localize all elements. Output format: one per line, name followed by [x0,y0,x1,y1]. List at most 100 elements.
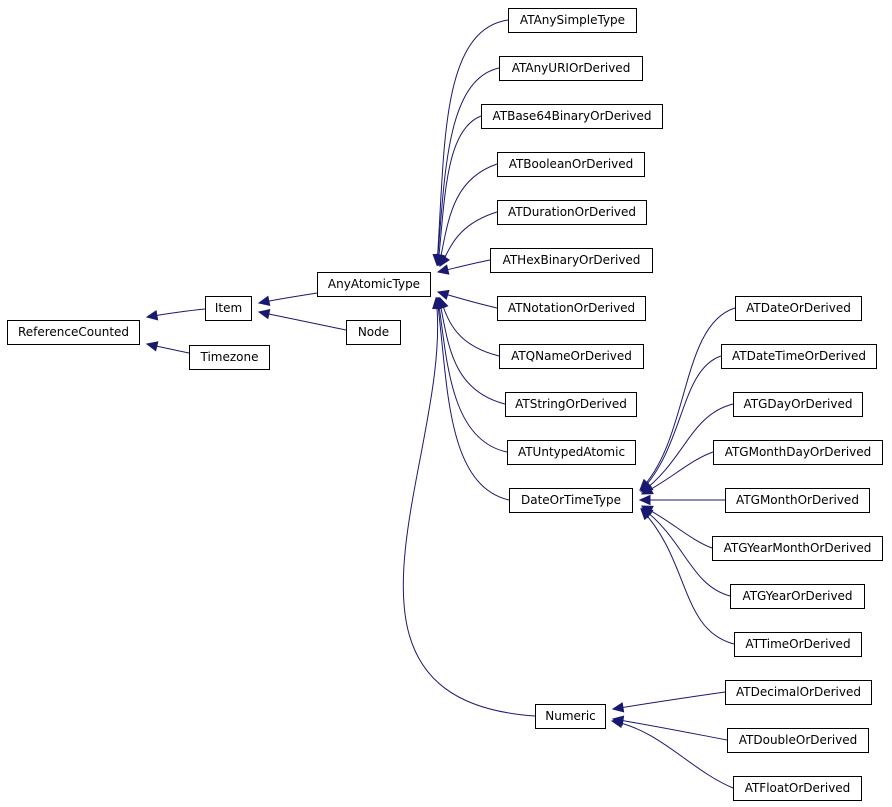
node-label: ATDecimalOrDerived [736,685,861,699]
node-atdatetimeorderived[interactable]: ATDateTimeOrDerived [721,344,877,369]
node-label: ATAnyURIOrDerived [511,61,631,75]
edge-line [437,297,508,453]
arrowhead-icon [145,341,159,352]
node-anyatomictype[interactable]: AnyAtomicType [317,272,431,297]
node-label: ATQNameOrDerived [511,349,632,363]
arrowhead-icon [610,717,624,729]
edge-line [438,297,506,405]
node-atuntypedatomic[interactable]: ATUntypedAtomic [507,440,636,465]
edge-line [612,691,726,710]
edge-atnotationorderived-to-anyatomictype [436,289,498,309]
node-athexbinaryorderived[interactable]: ATHexBinaryOrDerived [490,248,653,273]
node-label: ATGMonthOrDerived [736,493,859,507]
node-label: ATNotationOrDerived [507,301,636,315]
node-atbooleanorderived[interactable]: ATBooleanOrDerived [497,152,645,177]
edge-atgmonthdayorderived-to-dateortimetype [640,451,714,495]
node-numeric[interactable]: Numeric [535,704,606,729]
arrowhead-icon [436,264,450,275]
edge-line [436,297,510,501]
node-atanysimpletype[interactable]: ATAnySimpleType [508,8,637,33]
node-label: ATBase64BinaryOrDerived [492,109,652,123]
node-label: ATUntypedAtomic [517,445,626,459]
node-atgyearmonthorderived[interactable]: ATGYearMonthOrDerived [712,536,883,561]
node-atdecimalorderived[interactable]: ATDecimalOrDerived [725,680,872,705]
node-label: DateOrTimeType [521,493,621,507]
node-atbase64binaryorderived[interactable]: ATBase64BinaryOrDerived [481,104,663,129]
node-atgmonthdayorderived[interactable]: ATGMonthDayOrDerived [713,440,883,465]
node-atdoubleorderived[interactable]: ATDoubleOrDerived [727,728,869,753]
edge-atdatetimeorderived-to-dateortimetype [640,355,722,492]
edge-atdecimalorderived-to-numeric [611,691,726,713]
node-label: ATDurationOrDerived [507,205,637,219]
edge-line [641,451,714,495]
node-atdurationorderived[interactable]: ATDurationOrDerived [497,200,647,225]
arrowhead-icon [640,508,653,521]
edge-atdurationorderived-to-anyatomictype [439,211,498,268]
edge-item-to-referencecounted [145,308,206,321]
node-label: ATStringOrDerived [515,397,627,411]
node-label: ATHexBinaryOrDerived [502,253,641,267]
edge-node-to-item [257,308,347,331]
node-timezone[interactable]: Timezone [189,345,270,370]
edge-numeric-to-anyatomictype [402,296,536,717]
node-label: ReferenceCounted [17,325,130,339]
edge-line [641,507,731,597]
node-dateortimetype[interactable]: DateOrTimeType [509,488,633,513]
arrowhead-icon [257,295,271,306]
node-label: ATDateTimeOrDerived [731,349,867,363]
node-label: Item [214,301,243,315]
arrowhead-icon [145,310,159,321]
node-label: ATBooleanOrDerived [508,157,634,171]
edge-atdoubleorderived-to-numeric [611,715,728,741]
node-atnotationorderived[interactable]: ATNotationOrDerived [497,296,646,321]
node-referencecounted[interactable]: ReferenceCounted [7,320,140,345]
edge-attimeorderived-to-dateortimetype [640,508,735,645]
edge-timezone-to-referencecounted [145,341,190,354]
edge-anyatomictype-to-item [257,292,318,306]
edge-line [640,508,735,645]
node-atgmonthorderived[interactable]: ATGMonthOrDerived [725,488,870,513]
node-label: ATGYearOrDerived [742,589,853,603]
edge-line [641,505,713,549]
edge-line [641,403,734,493]
edge-line [438,163,498,266]
node-atqnameorderived[interactable]: ATQNameOrDerived [499,344,644,369]
node-atanyuriorderived[interactable]: ATAnyURIOrDerived [499,56,643,81]
node-atstringorderived[interactable]: ATStringOrDerived [505,392,637,417]
edge-atgyearmonthorderived-to-dateortimetype [640,505,713,549]
node-label: ATAnySimpleType [519,13,626,27]
edge-atfloatorderived-to-numeric [610,717,734,789]
edge-line [258,311,347,331]
node-label: AnyAtomicType [327,277,421,291]
node-node[interactable]: Node [346,320,401,345]
edge-atgmonthorderived-to-dateortimetype [638,494,726,506]
node-atfloatorderived[interactable]: ATFloatOrDerived [733,776,862,801]
node-label: ATGMonthDayOrDerived [724,445,872,459]
node-item[interactable]: Item [205,296,252,321]
arrowhead-icon [436,289,450,300]
node-atdateorderived[interactable]: ATDateOrDerived [735,296,862,321]
arrowhead-icon [432,296,443,310]
node-label: ATTimeOrDerived [745,637,851,651]
node-atgyearorderived[interactable]: ATGYearOrDerived [730,584,865,609]
edge-line [611,720,734,789]
arrowhead-icon [439,254,451,268]
node-label: ATFloatOrDerived [744,781,851,795]
edge-line [437,115,482,266]
node-label: Numeric [545,709,596,723]
edge-athexbinaryorderived-to-anyatomictype [436,259,491,275]
edge-line [436,67,500,266]
node-label: ATGDayOrDerived [743,397,853,411]
edge-line [402,297,536,717]
node-label: ATGYearMonthOrDerived [723,541,872,555]
node-attimeorderived[interactable]: ATTimeOrDerived [734,632,862,657]
edge-line [640,355,722,492]
arrowhead-icon [611,702,625,713]
edge-atanyuriorderived-to-anyatomictype [432,67,500,267]
node-atgdayorderived[interactable]: ATGDayOrDerived [733,392,863,417]
edge-atbooleanorderived-to-anyatomictype [436,163,498,267]
node-label: Timezone [200,350,259,364]
node-label: ATDateOrDerived [746,301,851,315]
